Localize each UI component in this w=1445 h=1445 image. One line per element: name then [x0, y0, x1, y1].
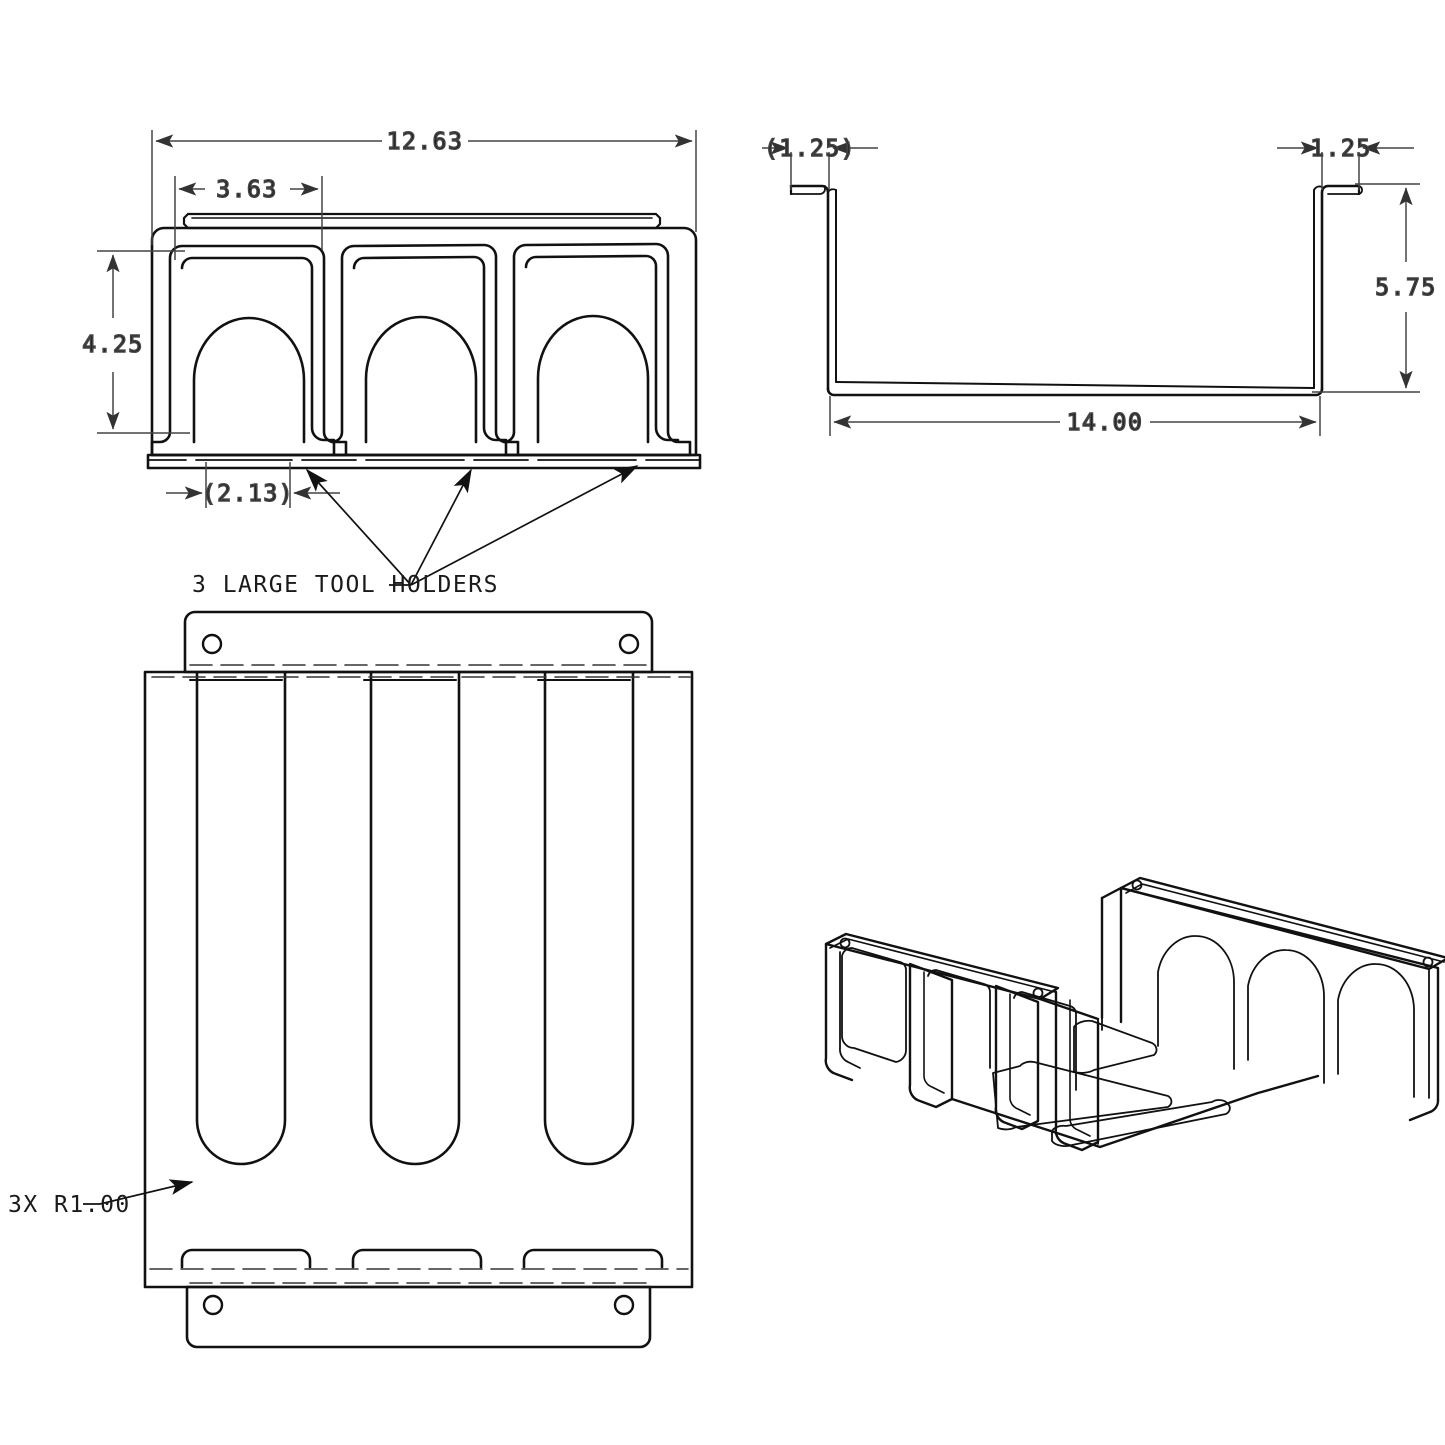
- top-view-base-rail: [146, 453, 702, 470]
- isometric-view-geometry: [824, 876, 1445, 1152]
- dim-depth: [829, 396, 1321, 436]
- dim-overall-width-label: 12.63: [387, 129, 464, 155]
- dim-slot-width: [166, 462, 340, 508]
- note-leaders: [305, 465, 639, 586]
- tool-pocket-3: [502, 242, 692, 457]
- leader-holder-2: [410, 468, 472, 586]
- dim-flange-left: [762, 141, 878, 190]
- note-tool-holders: 3 LARGE TOOL HOLDERS: [192, 572, 499, 598]
- dim-flange-right-label: 1.25: [1310, 136, 1371, 162]
- dimension-annotations: 12.63 3.63 4.25 (2.13): [82, 128, 1436, 508]
- slot-1: [195, 671, 287, 1166]
- slot-3: [543, 671, 635, 1166]
- top-mounting-bracket: [183, 610, 654, 674]
- bottom-tabs: [180, 1248, 664, 1269]
- front-view-geometry: [143, 610, 694, 1349]
- dim-slot-width-label: (2.13): [202, 481, 294, 507]
- top-view-outer-body: [150, 226, 698, 457]
- dim-wall-height: [1312, 183, 1420, 393]
- dim-holder-height: [97, 250, 190, 434]
- leader-holder-1: [305, 468, 412, 586]
- dim-overall-width: [151, 130, 697, 245]
- slot-2: [369, 671, 461, 1166]
- dim-holder-pitch: [174, 176, 323, 260]
- dim-holder-height-label: 4.25: [82, 332, 143, 358]
- top-view-geometry: [146, 212, 702, 470]
- bottom-mounting-bracket: [185, 1285, 652, 1349]
- note-radius-callout: 3X R1.00: [8, 1192, 131, 1218]
- leader-holder-3: [410, 465, 639, 586]
- side-view-geometry: [789, 184, 1363, 397]
- dim-flange-left-label: (1.25): [764, 136, 856, 162]
- top-view-back-flange: [182, 212, 662, 230]
- dim-wall-height-label: 5.75: [1375, 275, 1436, 301]
- dim-holder-pitch-label: 3.63: [216, 177, 277, 203]
- dim-depth-label: 14.00: [1067, 410, 1144, 436]
- tool-pocket-1: [150, 244, 348, 457]
- front-view-plate: [143, 670, 694, 1289]
- radius-leader: [83, 1179, 194, 1205]
- tool-pocket-2: [330, 243, 520, 457]
